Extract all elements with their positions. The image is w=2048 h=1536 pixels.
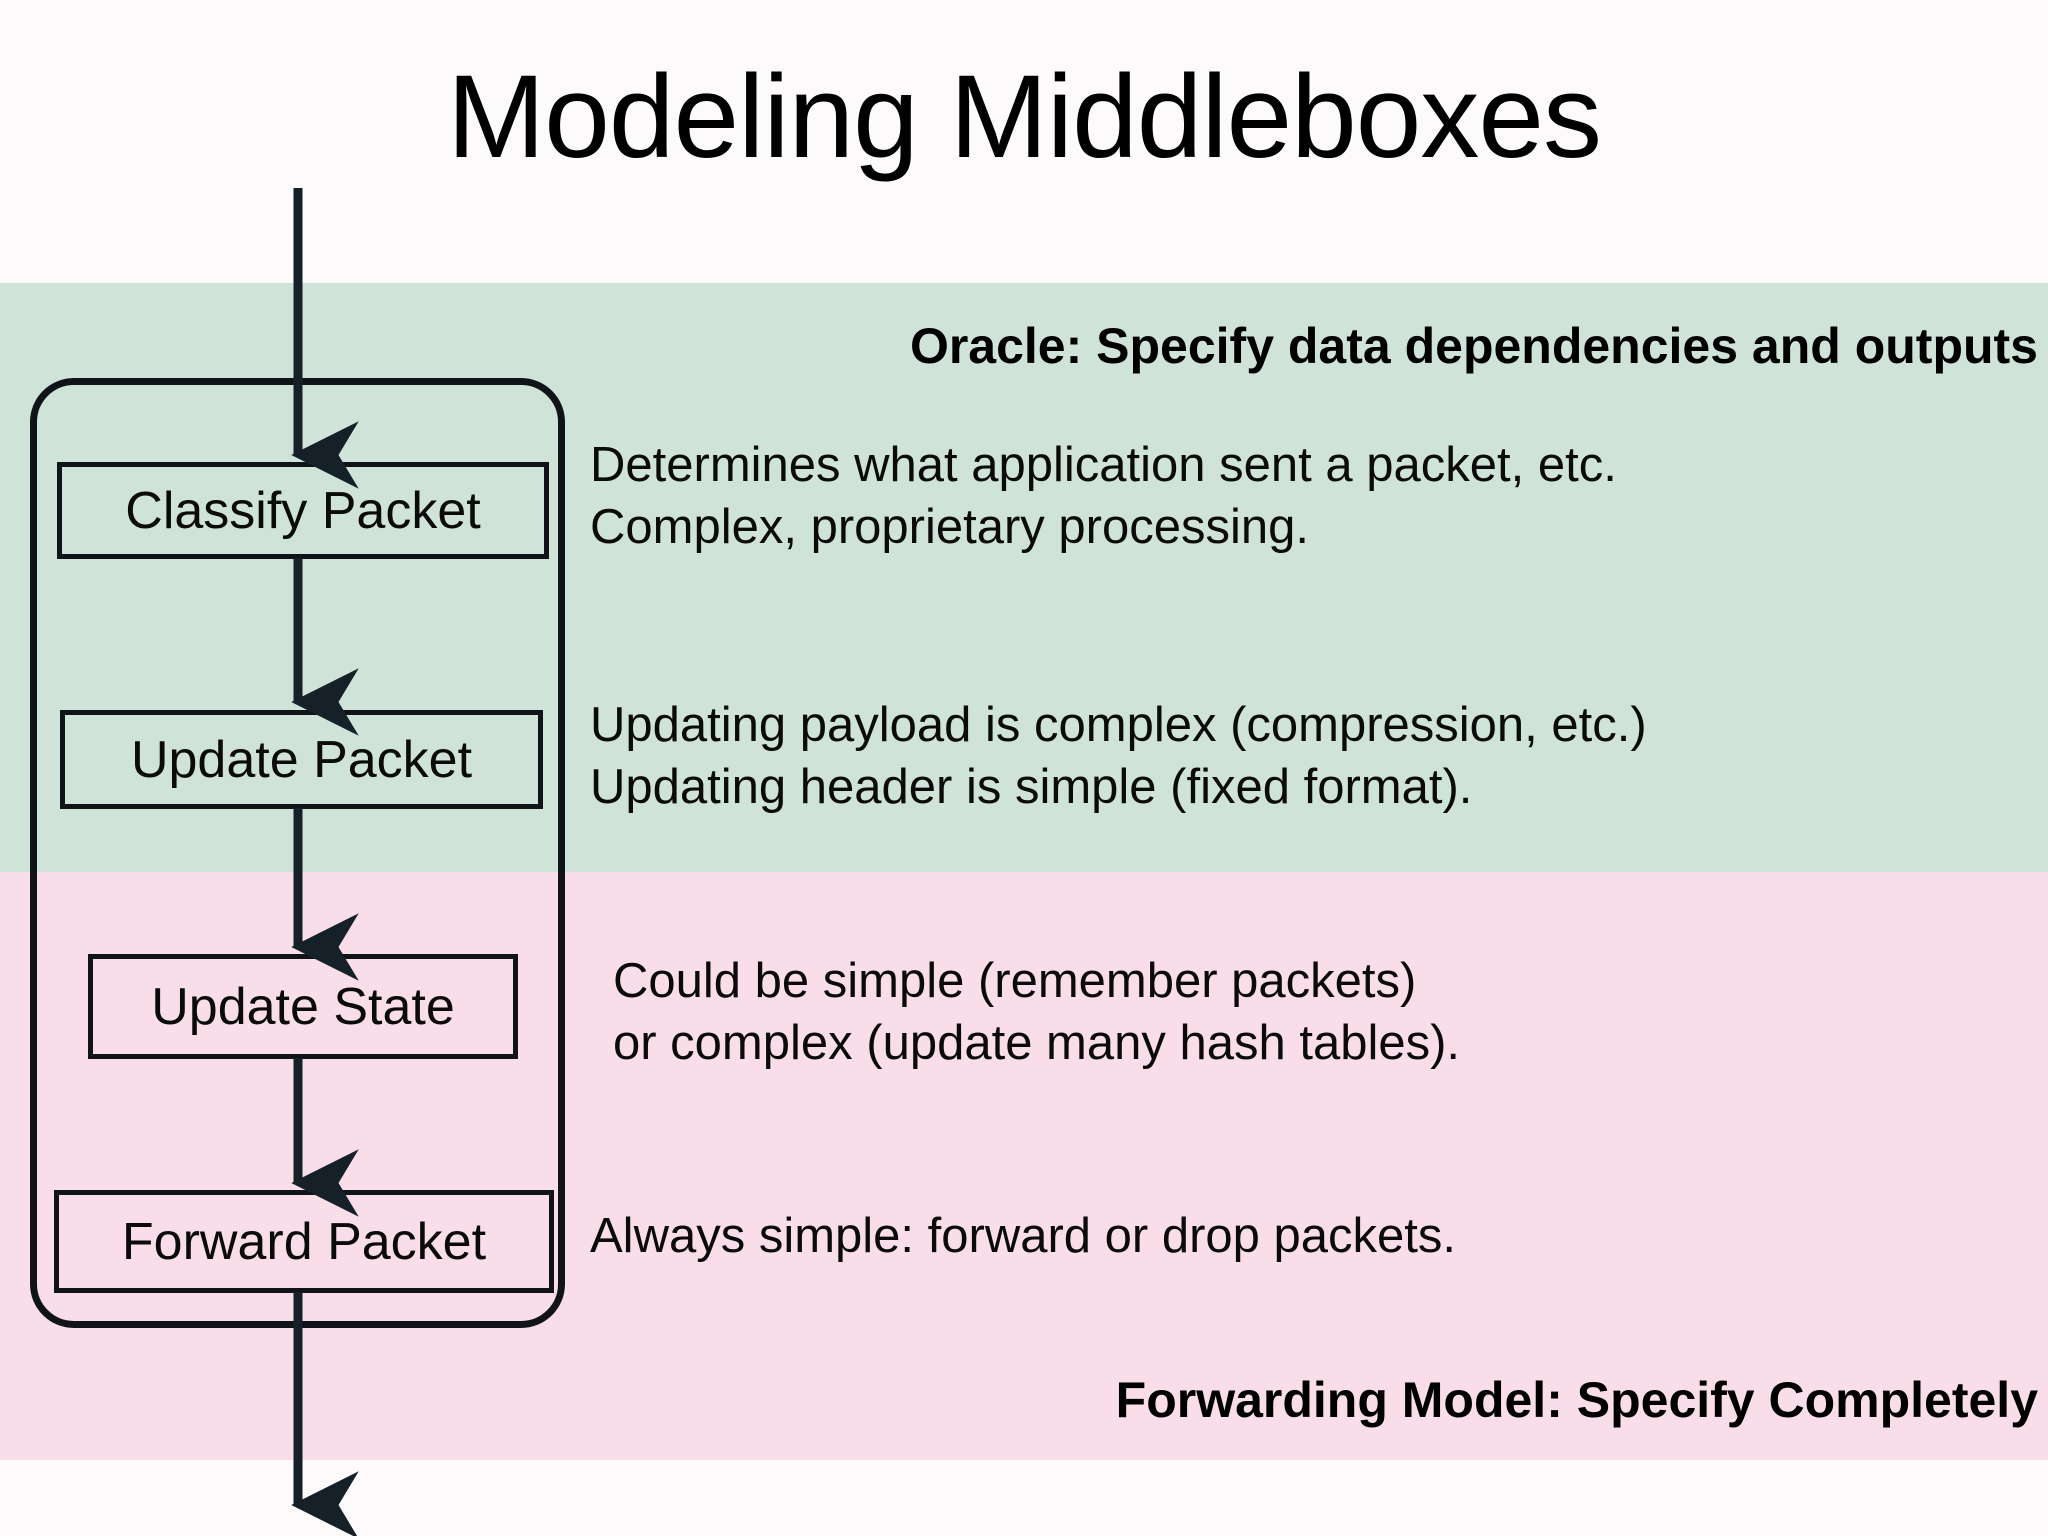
classify-description: Determines what application sent a packe… bbox=[590, 434, 1617, 558]
flow-box-update-packet: Update Packet bbox=[60, 710, 543, 809]
oracle-section-header: Oracle: Specify data dependencies and ou… bbox=[909, 318, 2038, 374]
flow-box-classify-packet: Classify Packet bbox=[57, 462, 549, 559]
update-packet-description-line1: Updating payload is complex (compression… bbox=[590, 698, 1647, 752]
page-title: Modeling Middleboxes bbox=[446, 51, 1602, 183]
classify-description-line2: Complex, proprietary processing. bbox=[590, 500, 1309, 554]
forwarding-section-header: Forwarding Model: Specify Completely bbox=[1115, 1372, 2038, 1428]
update-state-description-line1: Could be simple (remember packets) bbox=[613, 954, 1417, 1008]
update-state-description: Could be simple (remember packets) or co… bbox=[613, 950, 1460, 1074]
flow-box-update-state: Update State bbox=[88, 954, 518, 1059]
update-packet-description-line2: Updating header is simple (fixed format)… bbox=[590, 760, 1473, 814]
update-packet-description: Updating payload is complex (compression… bbox=[590, 694, 1647, 818]
update-state-description-line2: or complex (update many hash tables). bbox=[613, 1016, 1461, 1070]
classify-description-line1: Determines what application sent a packe… bbox=[590, 438, 1617, 492]
forward-packet-description-line1: Always simple: forward or drop packets. bbox=[590, 1209, 1456, 1263]
forward-packet-description: Always simple: forward or drop packets. bbox=[590, 1205, 1456, 1267]
flow-box-forward-packet: Forward Packet bbox=[54, 1190, 554, 1293]
